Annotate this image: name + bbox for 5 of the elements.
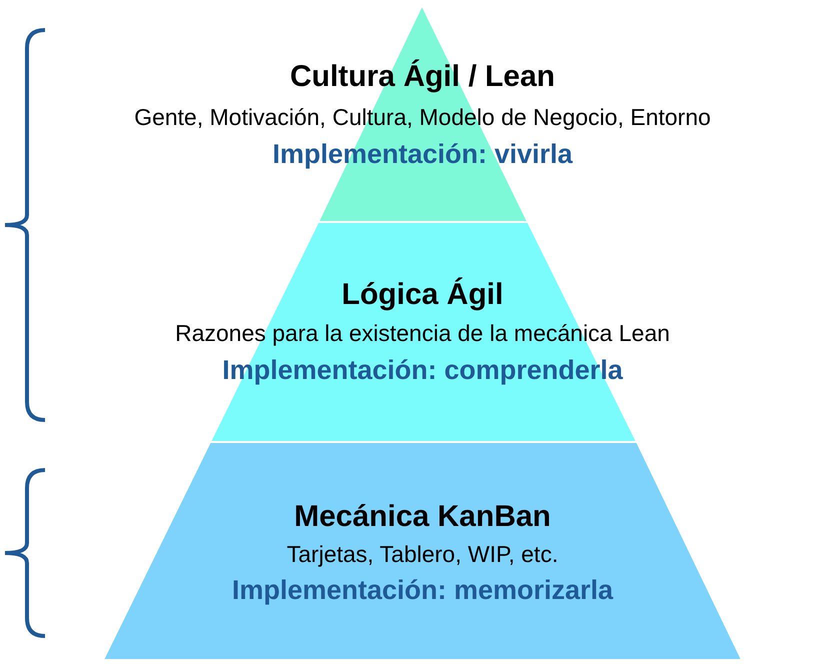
implementation-note: Implementación: memorizarla [230,577,614,604]
tier-description: Razones para la existencia de la mecánica Lean [174,322,671,345]
tier-description: Gente, Motivación, Cultura, Modelo de Negocio, Entorno [133,106,712,129]
tier-heading: Mecánica KanBan [293,502,552,532]
tier-description: Tarjetas, Tablero, WIP, etc. [286,543,560,566]
